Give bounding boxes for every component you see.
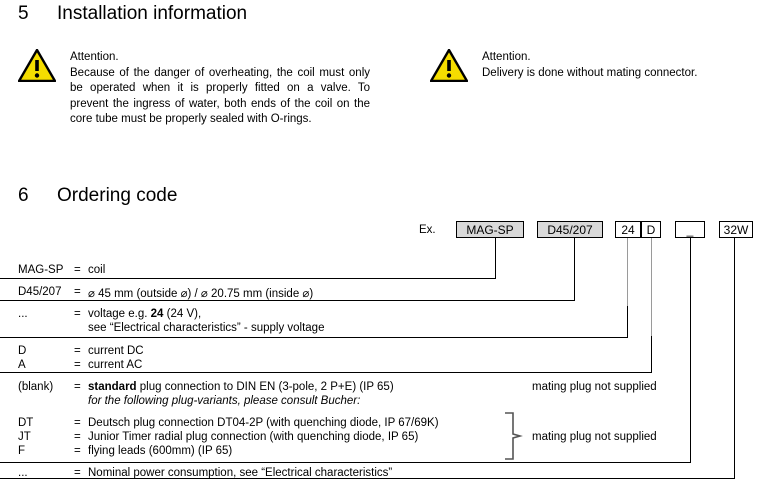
legend-key-d45-207: D45/207 — [18, 286, 62, 298]
order-box-plug[interactable]: _ — [675, 221, 705, 238]
legend-value-voltage-bold: 24 — [150, 308, 164, 320]
legend-value-jt: Junior Timer radial plug connection (wit… — [88, 431, 419, 443]
legend-eq-2: = — [74, 308, 81, 320]
legend-value-power: Nominal power consumption, see “Electric… — [88, 467, 393, 479]
legend-value-dt: Deutsch plug connection DT04-2P (with qu… — [88, 417, 439, 429]
legend-value-f: flying leads (600mm) (IP 65) — [88, 445, 233, 457]
connector-mag-sp-v — [495, 238, 497, 279]
connector-plug-h — [0, 462, 691, 464]
connector-power-h — [0, 478, 735, 480]
connector-current-h — [0, 372, 652, 374]
legend-key-jt: JT — [18, 431, 31, 443]
legend-value-voltage-post: (24 V), — [163, 308, 202, 320]
legend-key-f: F — [18, 445, 26, 457]
order-box-mag-sp[interactable]: MAG-SP — [456, 221, 524, 238]
legend-value-voltage-line2: see “Electrical characteristics” - suppl… — [88, 322, 325, 334]
legend-value-blank: standard plug connection to DIN EN (3-po… — [88, 381, 394, 393]
section-6-title: Ordering code — [57, 185, 178, 206]
legend-key-mag-sp: MAG-SP — [18, 264, 64, 276]
legend-key-voltage: ... — [18, 308, 28, 320]
warning-triangle-icon — [18, 49, 56, 82]
legend-value-voltage-pre: voltage e.g. — [88, 308, 151, 320]
legend-eq-3: = — [74, 345, 81, 357]
legend-value-d: current DC — [88, 345, 144, 357]
legend-value-d45-207: ⌀ 45 mm (outside ⌀) / ⌀ 20.75 mm (inside… — [88, 288, 314, 300]
order-box-voltage[interactable]: 24 — [615, 221, 641, 238]
legend-value-blank-rest: plug connection to DIN EN (3-pole, 2 P+E… — [136, 381, 394, 393]
legend-eq-6: = — [74, 417, 81, 429]
legend-eq-9: = — [74, 467, 81, 479]
legend-key-a: A — [18, 359, 26, 371]
warning-triangle-icon — [430, 49, 468, 82]
legend-key-d: D — [18, 345, 27, 357]
note-mating-plug-1: mating plug not supplied — [532, 381, 657, 393]
section-5-number: 5 — [18, 3, 29, 24]
legend-eq-0: = — [74, 264, 81, 276]
legend-eq-5: = — [74, 381, 81, 393]
legend-eq-4: = — [74, 359, 81, 371]
legend-value-blank-line2: for the following plug-variants, please … — [88, 395, 361, 407]
legend-eq-1: = — [74, 286, 81, 298]
legend-key-blank: (blank) — [18, 381, 54, 393]
legend-key-power: ... — [18, 467, 28, 479]
attention-2-text: Delivery is done without mating connecto… — [482, 66, 698, 79]
connector-current-stub — [651, 238, 653, 338]
legend-eq-7: = — [74, 431, 81, 443]
connector-power-v — [734, 238, 736, 479]
connector-mag-sp-h — [0, 278, 496, 280]
connector-voltage-v — [627, 306, 629, 338]
legend-value-voltage: voltage e.g. 24 (24 V), — [88, 308, 201, 320]
legend-key-dt: DT — [18, 417, 34, 429]
attention-1-title: Attention. — [70, 51, 119, 63]
connector-d45-h — [0, 300, 575, 302]
attention-block-1: Attention. Because of the danger of over… — [70, 50, 370, 128]
legend-eq-8: = — [74, 445, 81, 457]
legend-value-mag-sp: coil — [88, 264, 106, 276]
section-6-number: 6 — [18, 185, 29, 206]
legend-value-a: current AC — [88, 359, 143, 371]
legend-value-blank-bold: standard — [88, 381, 137, 393]
attention-1-text: Because of the danger of overheating, th… — [70, 66, 370, 126]
group-brace-icon — [505, 412, 523, 460]
example-label: Ex. — [419, 224, 436, 236]
attention-2-title: Attention. — [482, 51, 531, 63]
order-box-current[interactable]: D — [641, 221, 661, 238]
connector-voltage-stub — [627, 238, 629, 308]
connector-voltage-h — [0, 337, 628, 339]
order-box-power[interactable]: 32W — [719, 221, 753, 238]
connector-d45-v — [574, 238, 576, 301]
order-box-d45-207[interactable]: D45/207 — [537, 221, 603, 238]
note-mating-plug-2: mating plug not supplied — [532, 431, 657, 443]
attention-block-2: Attention. Delivery is done without mati… — [482, 50, 762, 81]
section-5-title: Installation information — [57, 3, 248, 24]
connector-current-v — [651, 336, 653, 373]
connector-plug-v — [690, 238, 692, 463]
